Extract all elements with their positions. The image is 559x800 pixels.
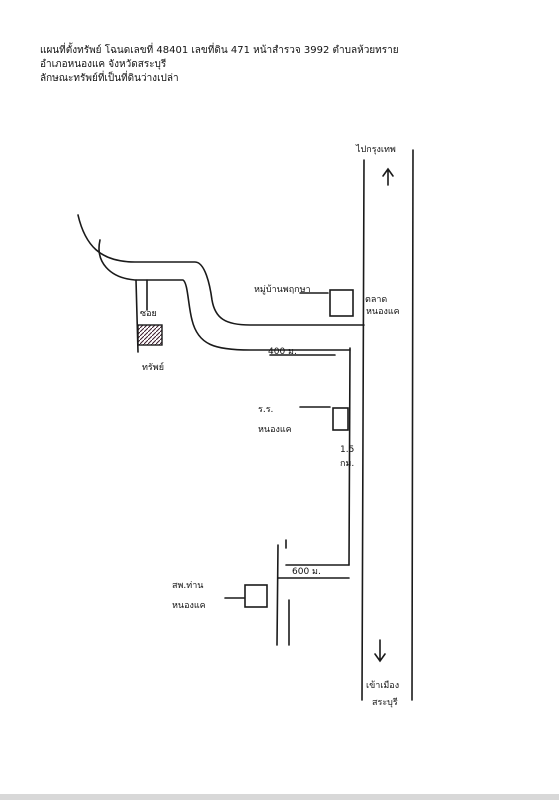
label-distance-600: 600 ม. [292, 567, 321, 577]
label-saraburi: สระบุรี [372, 697, 398, 708]
label-to-city: เข้าเมือง [366, 680, 399, 691]
arrow-up-icon [382, 167, 394, 186]
map-header: แผนที่ตั้งทรัพย์ โฉนดเลขที่ 48401 เลขที่… [40, 44, 399, 86]
lower-road-left [276, 544, 279, 646]
header-line-deed: แผนที่ตั้งทรัพย์ โฉนดเลขที่ 48401 เลขที่… [40, 45, 399, 56]
scan-edge [0, 794, 559, 800]
label-market: ตลาด [365, 295, 387, 305]
label-lane: ซอย [140, 309, 157, 319]
label-to-bangkok: ไปกรุงเทพ [355, 144, 396, 155]
label-hospital-2: หนองแค [172, 601, 206, 611]
label-distance-1-5: 1.5 [340, 445, 354, 455]
side-road-left [348, 347, 351, 566]
village-road-top [77, 214, 365, 326]
label-market-2: หนองแค [366, 307, 400, 317]
header-line-property-type: ลักษณะทรัพย์ที่เป็นที่ดินว่างเปล่า [40, 73, 179, 84]
school-box [332, 407, 349, 431]
label-distance-400: 400 ม. [268, 347, 297, 357]
market-box [329, 289, 354, 317]
label-km: กม. [340, 459, 354, 469]
label-village: หมู่บ้านพฤกษา [254, 284, 311, 295]
label-property: ทรัพย์ [142, 361, 164, 373]
hospital-box [244, 584, 268, 608]
label-school: ร.ร. [258, 405, 273, 415]
highway-right-edge [411, 149, 414, 701]
highway-left-edge [361, 159, 365, 701]
label-school-2: หนองแค [258, 425, 292, 435]
label-hospital: สพ.ท่าน [172, 581, 203, 591]
village-road-bottom [98, 239, 351, 351]
header-line-district: อำเภอหนองแค จังหวัดสระบุรี [40, 59, 167, 70]
arrow-down-icon [374, 639, 386, 663]
property-parcel [137, 324, 163, 346]
